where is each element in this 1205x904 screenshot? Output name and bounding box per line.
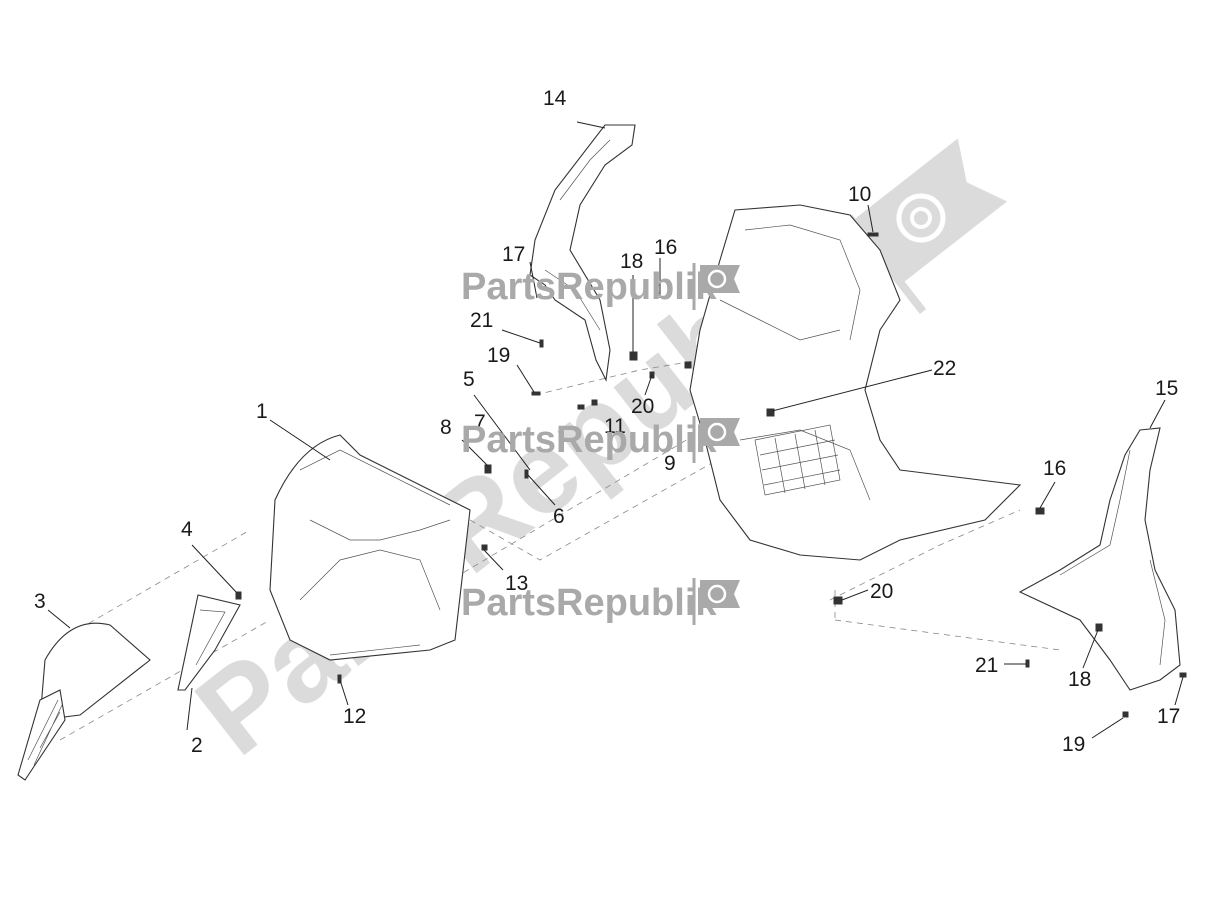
watermark-brand-2: PartsRepublik — [461, 416, 740, 463]
callout-21-left: 21 — [470, 309, 493, 332]
callout-labels: 1 2 3 4 5 6 7 8 9 10 11 12 13 14 15 16 1… — [34, 87, 1180, 757]
callout-4: 4 — [181, 518, 193, 541]
callout-12: 12 — [343, 705, 366, 728]
callout-8: 8 — [440, 416, 452, 439]
callout-6: 6 — [553, 505, 565, 528]
callout-19-left: 19 — [487, 344, 510, 367]
watermark-brand-text-3: PartsRepublik — [461, 582, 717, 624]
part-2-inner-panel — [177, 594, 241, 691]
callout-19-right: 19 — [1062, 733, 1085, 756]
callout-1: 1 — [256, 400, 268, 423]
callout-20-top: 20 — [631, 395, 654, 418]
watermark-brand-text-2: PartsRepublik — [461, 419, 717, 461]
callout-7: 7 — [474, 411, 486, 434]
callout-14: 14 — [543, 87, 567, 110]
callout-18-right: 18 — [1068, 668, 1091, 691]
part-1-front-shield — [269, 434, 471, 661]
part-15-side-trim-right — [1018, 427, 1181, 691]
watermark-gear-flag-icon-1 — [700, 265, 740, 293]
callout-17-top: 17 — [502, 243, 525, 266]
part-14-side-trim — [529, 124, 636, 382]
callout-21-right: 21 — [975, 654, 998, 677]
callout-16-right: 16 — [1043, 457, 1066, 480]
leader-lines — [47, 121, 1184, 739]
watermark-gear-flag-icon-2 — [700, 418, 740, 446]
callout-13: 13 — [505, 572, 528, 595]
callout-18-top: 18 — [620, 250, 643, 273]
callout-22: 22 — [933, 357, 956, 380]
watermark-brand-text-1: PartsRepublik — [461, 266, 717, 308]
callout-3: 3 — [34, 590, 46, 613]
callout-2: 2 — [191, 734, 203, 757]
callout-9: 9 — [664, 452, 676, 475]
callout-17-right: 17 — [1157, 705, 1180, 728]
part-3-front-grille — [17, 622, 151, 781]
callout-20-bottom: 20 — [870, 580, 893, 603]
watermark-gear-flag-icon-3 — [700, 580, 740, 608]
callout-10: 10 — [848, 183, 871, 206]
callout-16-top: 16 — [654, 236, 677, 259]
callout-15: 15 — [1155, 377, 1178, 400]
frame-mesh — [754, 424, 841, 496]
callout-11: 11 — [604, 415, 626, 438]
watermark-brand-1: PartsRepublik — [461, 263, 740, 310]
part-frame-legshield — [689, 204, 1022, 561]
watermark-brand-3: PartsRepublik — [461, 578, 740, 625]
callout-5: 5 — [463, 368, 475, 391]
